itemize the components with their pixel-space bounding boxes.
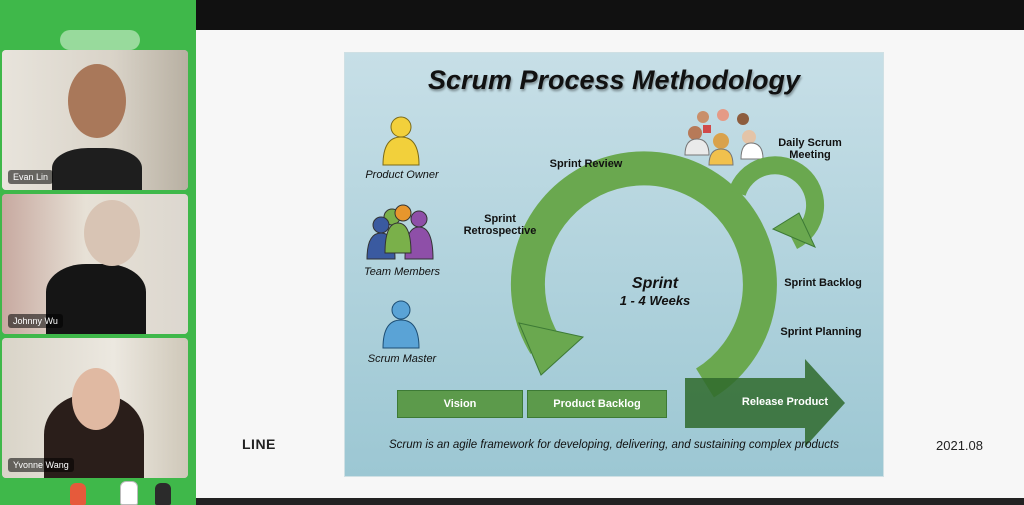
product-owner-label: Product Owner — [365, 169, 439, 181]
person-silhouette — [52, 148, 142, 190]
product-backlog-bar: Product Backlog — [527, 390, 667, 418]
sprint-retro-line1: Sprint — [484, 213, 516, 225]
daily-scrum-line2: Meeting — [789, 149, 831, 161]
sprint-cycle-arrow — [510, 151, 777, 398]
daily-loop-arrow — [728, 156, 825, 250]
release-product-label: Release Product — [741, 396, 829, 408]
daily-loop-arrowhead — [771, 212, 817, 248]
participant-tile-2[interactable]: Johnny Wu — [2, 194, 188, 334]
screen-bottom-bar — [196, 498, 1024, 505]
participant-tile-1[interactable]: Evan Lin — [2, 50, 188, 190]
participant-name: Evan Lin — [8, 170, 54, 184]
sprint-title: Sprint — [631, 275, 679, 292]
slide-title: Scrum Process Methodology — [427, 65, 801, 95]
participant-tile-3[interactable]: Yvonne Wang — [2, 338, 188, 478]
sprint-cycle-arrowhead — [518, 322, 585, 376]
sprint-duration: 1 - 4 Weeks — [619, 293, 691, 308]
daily-scrum-line1: Daily Scrum — [778, 137, 842, 149]
daily-scrum-people-icon — [684, 109, 764, 166]
scrum-master-label: Scrum Master — [367, 353, 437, 365]
sprint-center-label: Sprint 1 - 4 Weeks — [595, 275, 715, 308]
slide-date: 2021.08 — [936, 438, 983, 453]
scrum-diagram — [366, 109, 845, 447]
line-logo: LINE — [242, 436, 276, 452]
team-members-label: Team Members — [363, 266, 440, 278]
participant-name: Johnny Wu — [8, 314, 63, 328]
sprint-backlog-label: Sprint Backlog — [784, 277, 862, 289]
scrum-master-icon — [382, 300, 420, 349]
mascot-icon — [70, 483, 86, 505]
mascot-icon — [155, 483, 171, 505]
daily-scrum-label: Daily Scrum Meeting — [765, 137, 855, 161]
person-head — [68, 64, 126, 138]
product-owner-icon — [382, 116, 420, 166]
release-arrow — [685, 359, 845, 447]
person-head — [84, 200, 140, 266]
rail-decoration — [60, 30, 140, 50]
mascot-icon — [120, 481, 138, 505]
participant-name: Yvonne Wang — [8, 458, 74, 472]
sprint-review-label: Sprint Review — [549, 158, 623, 170]
sprint-retrospective-label: Sprint Retrospective — [455, 213, 545, 237]
vision-bar: Vision — [397, 390, 523, 418]
slide-caption: Scrum is an agile framework for developi… — [388, 439, 839, 451]
sprint-planning-label: Sprint Planning — [780, 326, 862, 338]
team-members-icon — [366, 204, 434, 260]
person-head — [72, 368, 120, 430]
screen-top-bar — [196, 0, 1024, 30]
mascot-strip — [60, 481, 190, 505]
sprint-retro-line2: Retrospective — [463, 225, 537, 237]
participant-rail: Evan Lin Johnny Wu Yvonne Wang — [0, 0, 194, 505]
presentation-slide: Scrum Process Methodology — [344, 52, 884, 477]
